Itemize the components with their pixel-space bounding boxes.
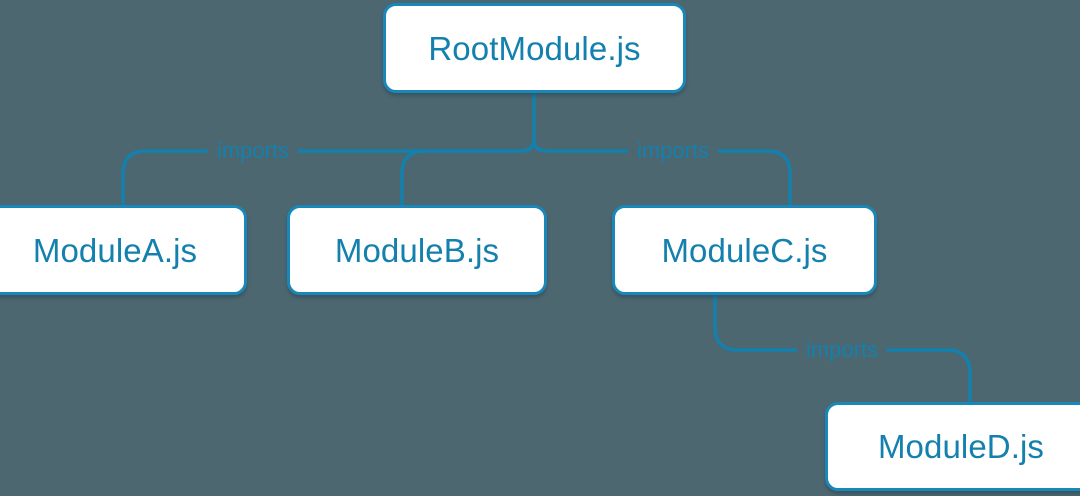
node-root-module[interactable]: RootModule.js (383, 3, 686, 93)
node-label-root-module: RootModule.js (428, 29, 641, 67)
edge-label-imports-label-c: imports (627, 140, 719, 162)
node-module-d[interactable]: ModuleD.js (825, 402, 1080, 491)
node-label-module-b: ModuleB.js (334, 231, 500, 269)
edge-label-imports-label-d: imports (796, 339, 888, 361)
node-label-module-d: ModuleD.js (877, 428, 1045, 465)
edge-root-module-to-module-c (532, 138, 792, 207)
node-module-b[interactable]: ModuleB.js (287, 205, 547, 295)
node-label-module-c: ModuleC.js (661, 231, 828, 269)
edge-root-module-to-trunk (121, 91, 536, 207)
node-module-a[interactable]: ModuleA.js (0, 205, 247, 295)
node-module-c[interactable]: ModuleC.js (612, 205, 877, 295)
node-label-module-a: ModuleA.js (32, 231, 198, 269)
edge-label-imports-label-a: imports (207, 140, 299, 162)
edge-root-module-to-module-b (400, 138, 536, 207)
